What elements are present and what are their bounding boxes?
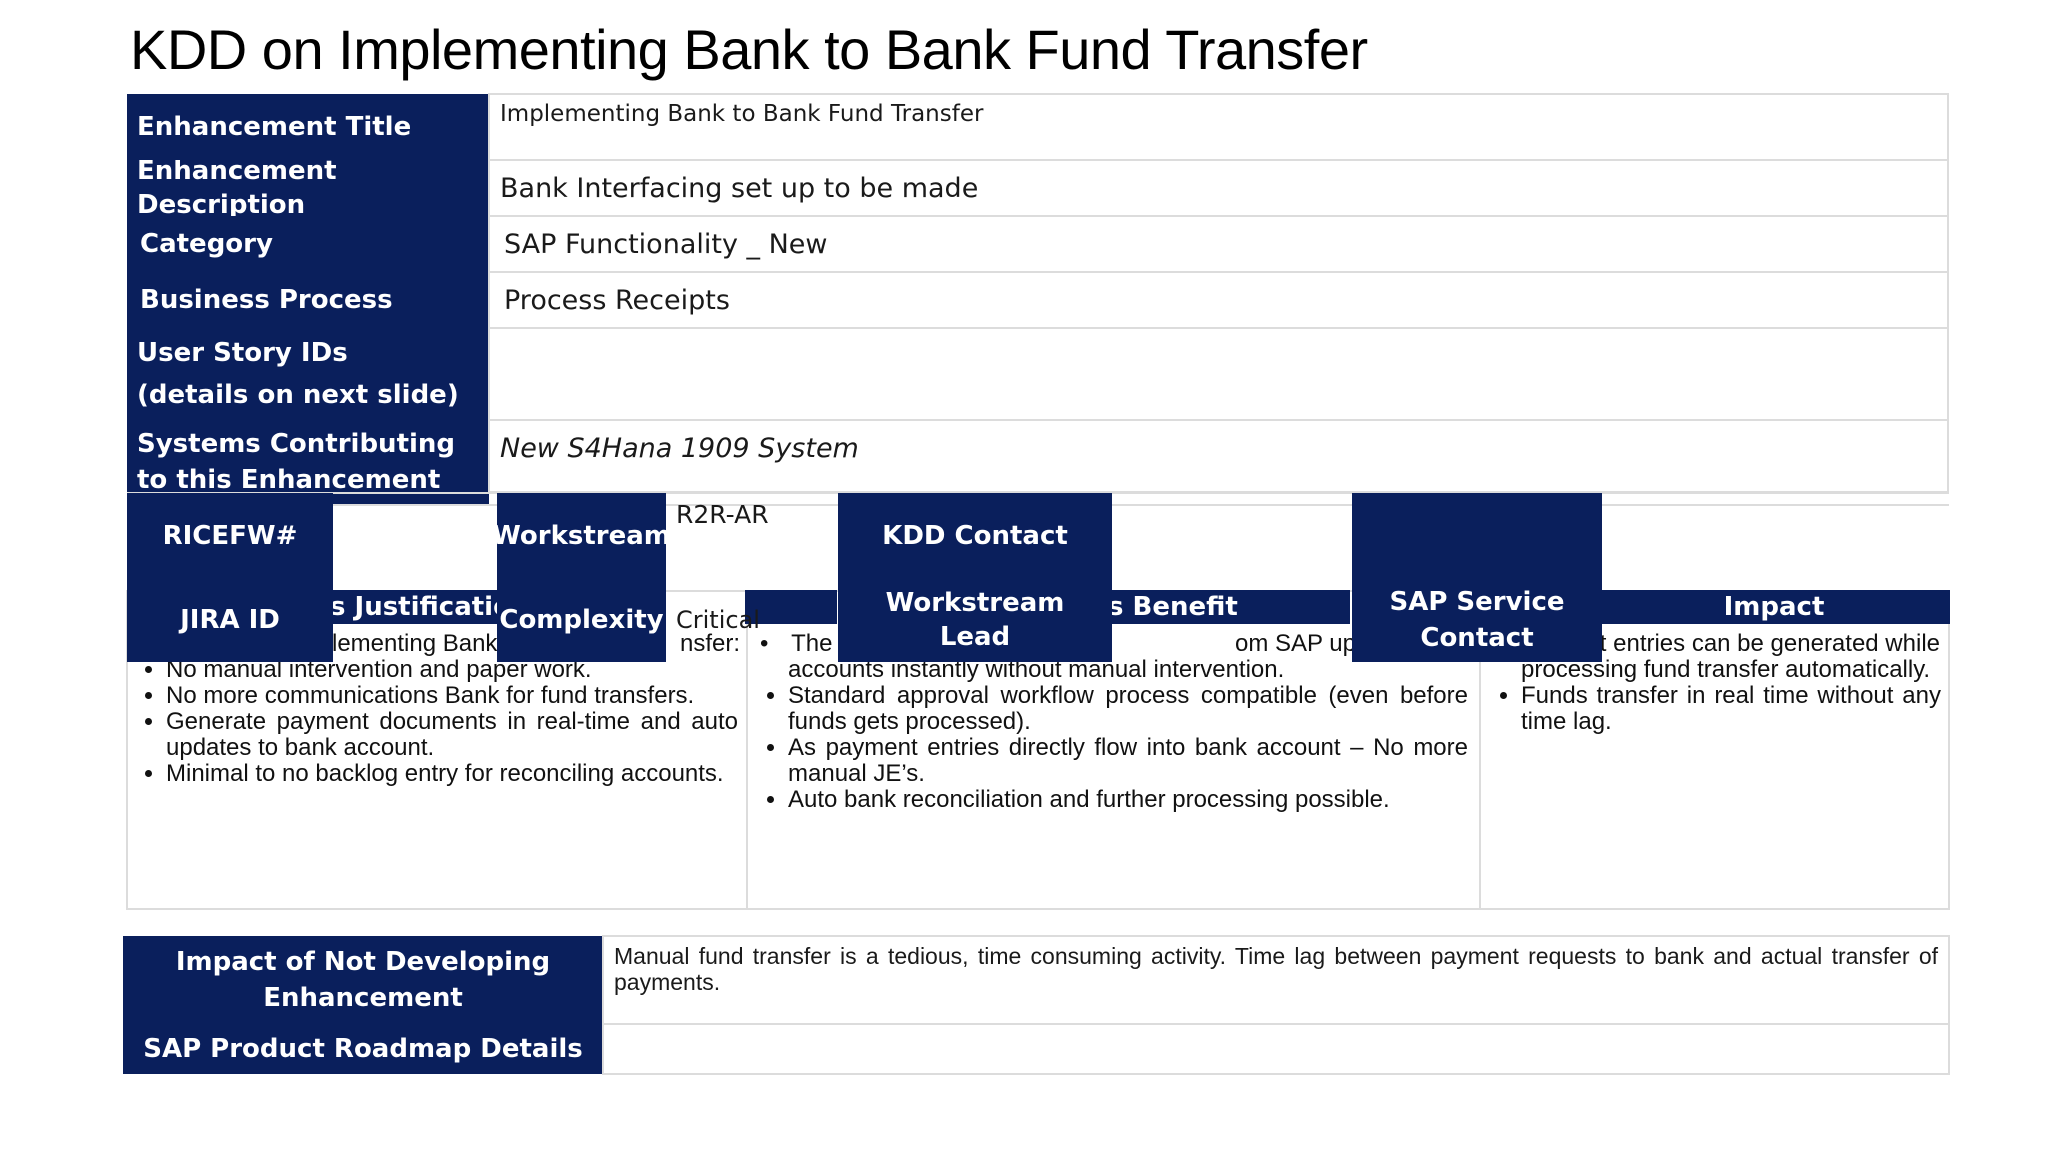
list-item: Auto bank reconciliation and further pro… <box>788 787 1468 813</box>
list-item: Standard approval workflow process compa… <box>788 683 1468 735</box>
impact-list: Funds transfer in real time without any … <box>1483 683 1941 735</box>
roadmap-value <box>602 1023 1950 1075</box>
justification-list: No manual intervention and paper work. N… <box>128 657 738 787</box>
category-value: SAP Functionality _ New <box>488 215 1949 273</box>
list-item: As payment entries directly flow into ba… <box>788 735 1468 787</box>
column-divider <box>1479 590 1481 910</box>
impact-not-developing-label: Impact of Not Developing Enhancement <box>123 936 603 1024</box>
complexity-label: Complexity <box>497 578 666 662</box>
user-story-label-line1: User Story IDs <box>137 338 348 368</box>
roadmap-label: SAP Product Roadmap Details <box>123 1024 603 1074</box>
ricefw-label: RICEFW# <box>127 493 333 579</box>
list-item: No more communications Bank for fund tra… <box>166 683 738 709</box>
enhancement-title-value: Implementing Bank to Bank Fund Transfer <box>488 93 1949 161</box>
column-divider <box>746 590 748 910</box>
page-title: KDD on Implementing Bank to Bank Fund Tr… <box>130 18 1368 81</box>
justification-header: s Justification <box>330 590 500 624</box>
business-process-label: Business Process <box>127 272 489 328</box>
list-item: Funds transfer in real time without any … <box>1521 683 1941 735</box>
user-story-value <box>488 327 1949 421</box>
impact-not-developing-value: Manual fund transfer is a tedious, time … <box>602 935 1950 1025</box>
header-fill <box>745 590 837 624</box>
list-item: Minimal to no backlog entry for reconcil… <box>166 761 738 787</box>
workstream-value: R2R-AR <box>676 500 769 529</box>
enhancement-title-label: Enhancement Title <box>127 94 489 160</box>
list-item: Generate payment documents in real-time … <box>166 709 738 761</box>
workstream-label: Workstream <box>497 493 666 579</box>
benefit-first-left: • The <box>760 630 833 657</box>
user-story-label: User Story IDs (details on next slide) <box>127 328 489 420</box>
impact-header: Impact <box>1598 590 1950 624</box>
impact-first-partial: t entries can be generated while <box>1599 630 1940 657</box>
category-label: Category <box>127 216 489 272</box>
sap-service-contact-label: SAP Service Contact <box>1352 578 1602 662</box>
blank-header <box>1352 493 1602 579</box>
benefit-list: Standard approval workflow process compa… <box>750 683 1468 813</box>
jira-id-label: JIRA ID <box>127 578 333 662</box>
workstream-lead-label: Workstream Lead <box>838 578 1112 662</box>
systems-label: Systems Contributing to this Enhancement <box>127 420 489 506</box>
systems-value: New S4Hana 1909 System <box>488 419 1949 493</box>
benefit-first-left-text: The <box>791 630 833 657</box>
benefit-header: s Benefit <box>1108 590 1350 624</box>
complexity-value: Critical <box>676 606 760 634</box>
justification-lead-tail: nsfer: <box>680 630 741 657</box>
justification-lead: lementing Bank <box>332 630 498 657</box>
business-process-value: Process Receipts <box>488 271 1949 329</box>
enhancement-description-label: Enhancement Description <box>127 160 489 216</box>
kdd-contact-label: KDD Contact <box>838 493 1112 579</box>
enhancement-description-value: Bank Interfacing set up to be made <box>488 159 1949 217</box>
user-story-label-line2: (details on next slide) <box>137 380 459 410</box>
